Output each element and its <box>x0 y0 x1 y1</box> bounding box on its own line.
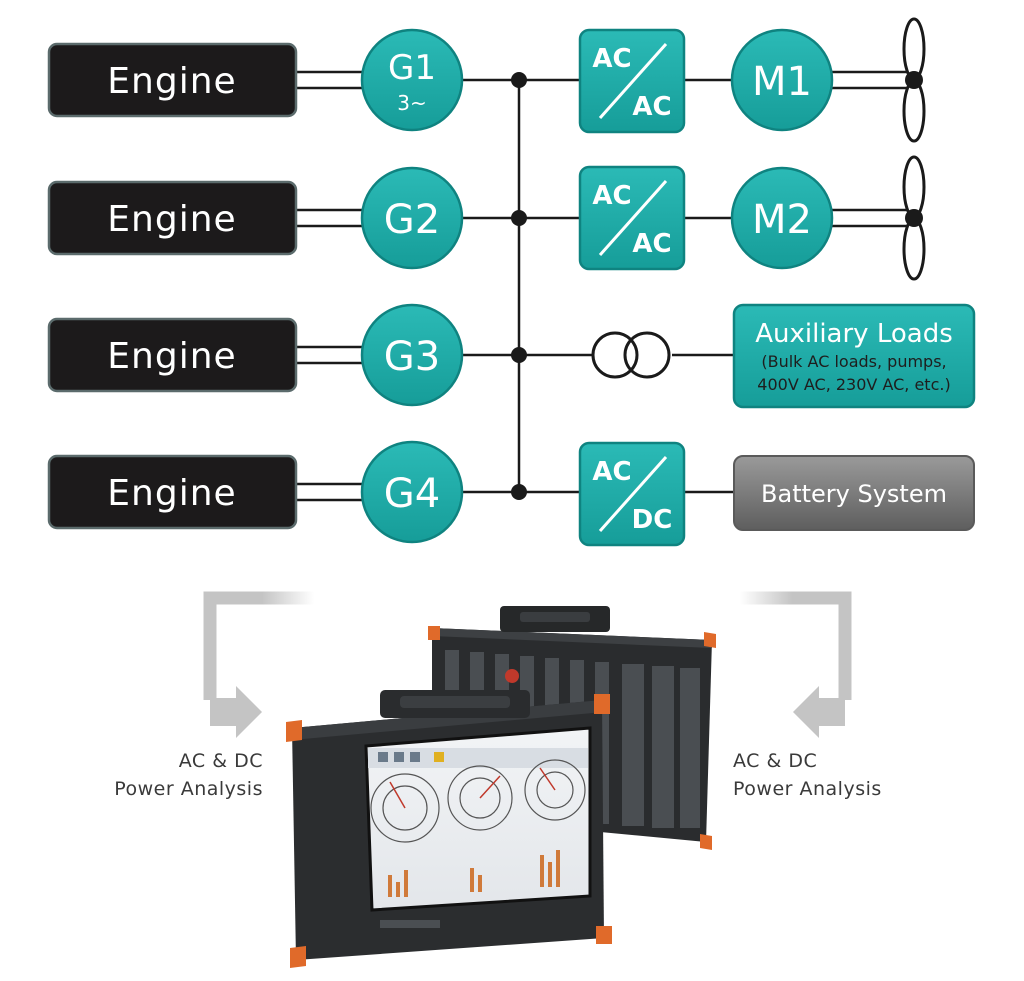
battery-system-label: Battery System <box>761 480 947 508</box>
engine-box <box>47 42 298 118</box>
motor-m1 <box>730 28 834 132</box>
motor-label: M2 <box>752 197 812 243</box>
auxiliary-loads-detail-1: (Bulk AC loads, pumps, <box>761 352 946 371</box>
generator-label: G4 <box>384 471 440 517</box>
generator-g4 <box>360 440 464 544</box>
row-2: Engine G2 AC AC M2 <box>47 155 926 281</box>
arrow-right <box>740 591 852 738</box>
engine-label: Engine <box>107 199 236 240</box>
generator-g1 <box>360 28 464 132</box>
generator-g2 <box>360 166 464 270</box>
converter-input-label: AC <box>592 457 631 487</box>
transformer-icon <box>591 331 671 379</box>
motor-label: M1 <box>752 59 812 105</box>
engine-label: Engine <box>107 61 236 102</box>
row-4: Engine G4 AC DC Battery System <box>47 440 975 547</box>
converter-output-label: AC <box>632 229 671 259</box>
engine-box <box>47 180 298 256</box>
power-analysis-left-line2: Power Analysis <box>114 778 263 800</box>
engine-box <box>47 317 298 393</box>
bus-junction <box>511 484 527 500</box>
row-3: Engine G3 Auxiliary Loads (Bulk AC loads… <box>47 303 976 409</box>
data-acquisition-instrument-image <box>286 606 716 968</box>
converter-divider <box>598 456 668 532</box>
converter-input-label: AC <box>592 181 631 211</box>
converter-divider <box>598 43 668 119</box>
bus-junction <box>511 210 527 226</box>
engine-box <box>47 454 298 530</box>
converter-divider <box>598 180 668 256</box>
propeller-icon <box>902 155 926 281</box>
converter-input-label: AC <box>592 44 631 74</box>
power-analysis-left-line1: AC & DC <box>179 750 263 772</box>
generator-g3 <box>360 303 464 407</box>
generator-label: G1 <box>388 48 436 88</box>
bus-junction <box>511 72 527 88</box>
generator-phase: 3~ <box>397 91 426 115</box>
engine-label: Engine <box>107 336 236 377</box>
auxiliary-loads-title: Auxiliary Loads <box>755 319 953 349</box>
generator-label: G3 <box>384 334 440 380</box>
propeller-icon <box>902 17 926 143</box>
converter-output-label: DC <box>632 505 673 535</box>
power-analysis-right-line1: AC & DC <box>733 750 817 772</box>
auxiliary-loads-detail-2: 400V AC, 230V AC, etc.) <box>757 375 950 394</box>
auxiliary-loads-box <box>732 303 976 409</box>
row-1: Engine G1 3~ AC AC M1 <box>47 17 926 143</box>
generator-label: G2 <box>384 197 440 243</box>
bus-junction <box>511 347 527 363</box>
power-analysis-right-line2: Power Analysis <box>733 778 882 800</box>
arrow-left <box>203 591 314 738</box>
converter-output-label: AC <box>632 92 671 122</box>
engine-label: Engine <box>107 473 236 514</box>
battery-system-box <box>733 455 975 531</box>
motor-m2 <box>730 166 834 270</box>
